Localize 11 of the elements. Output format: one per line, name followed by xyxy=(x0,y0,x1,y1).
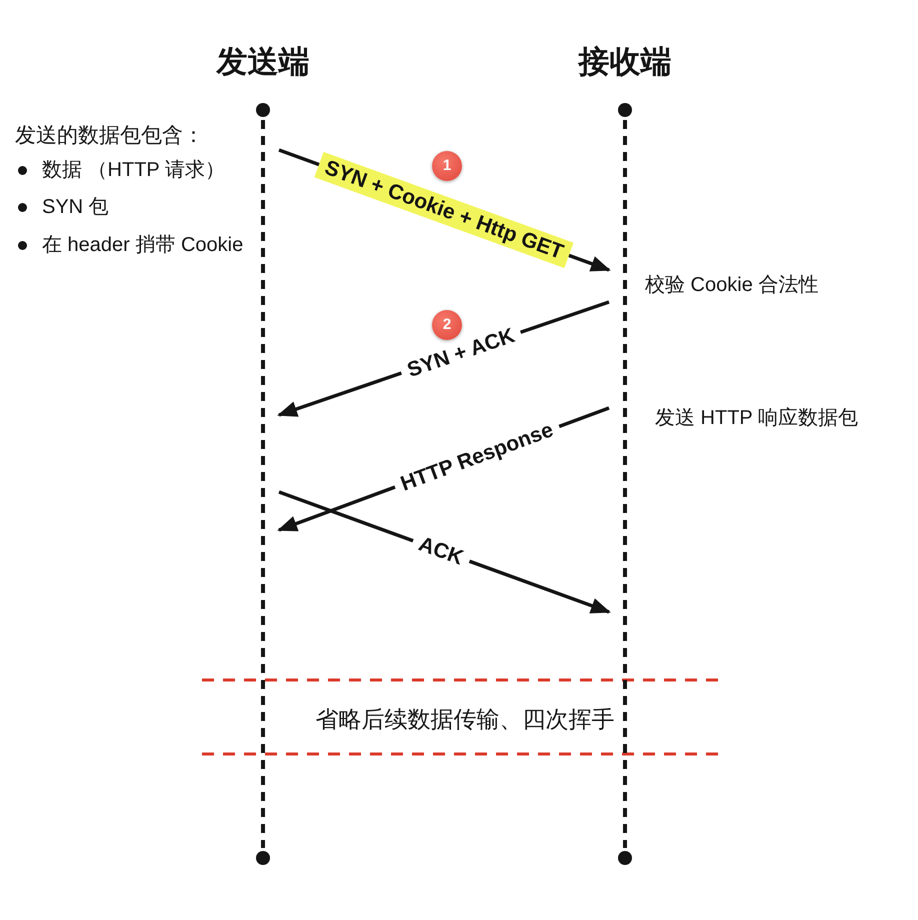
note-text: 数据 （HTTP 请求） xyxy=(42,158,225,183)
participant-title: 发送端 xyxy=(216,44,310,80)
note-text: 在 header 捎带 Cookie xyxy=(42,233,244,258)
note-text: 省略后续数据传输、四次挥手 xyxy=(316,705,614,734)
note-text: 发送的数据包包含： xyxy=(15,122,204,148)
step-number: 2 xyxy=(432,310,462,340)
participant-title: 接收端 xyxy=(578,44,672,80)
note-text: 校验 Cookie 合法性 xyxy=(645,273,818,298)
note-text: 发送 HTTP 响应数据包 xyxy=(655,406,858,431)
note-text: SYN 包 xyxy=(42,195,109,220)
step-number: 1 xyxy=(432,151,462,181)
